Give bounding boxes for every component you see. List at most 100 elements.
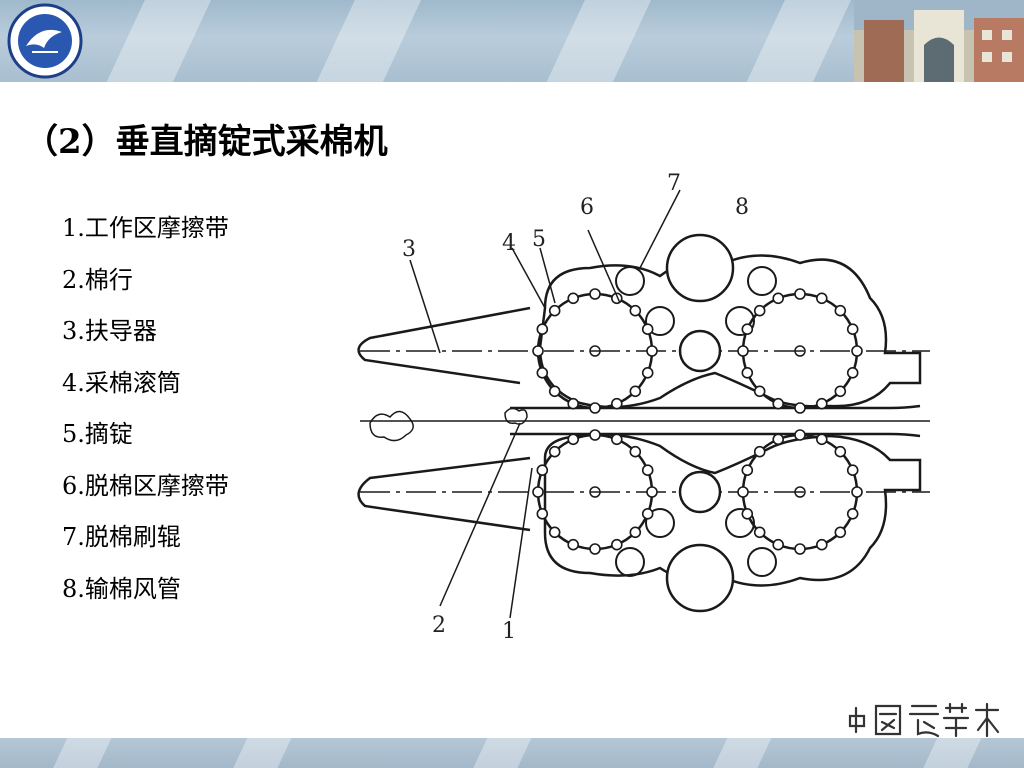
spindle bbox=[567, 397, 579, 410]
upper-guide-lifter bbox=[357, 306, 531, 385]
spindle bbox=[815, 397, 828, 410]
spindle bbox=[567, 433, 579, 446]
spindle bbox=[794, 288, 806, 300]
bottom-banner bbox=[0, 738, 1024, 768]
university-logo-icon bbox=[7, 3, 83, 79]
spindle bbox=[834, 445, 847, 458]
spindle bbox=[741, 464, 754, 477]
spindle bbox=[794, 429, 806, 441]
spindle bbox=[610, 538, 623, 551]
campus-building-icon bbox=[854, 0, 1024, 82]
spindle bbox=[548, 526, 561, 539]
spindle bbox=[741, 323, 754, 335]
banner-streak bbox=[464, 738, 536, 768]
cotton-picker-diagram: 3 4 5 6 7 8 2 1 bbox=[357, 171, 930, 644]
top-banner bbox=[0, 0, 1024, 82]
spindle bbox=[815, 292, 828, 305]
banner-streak bbox=[44, 738, 116, 768]
spindle bbox=[610, 397, 623, 410]
spindle bbox=[589, 402, 601, 414]
spindle bbox=[589, 429, 601, 441]
banner-streak bbox=[80, 0, 220, 82]
spindle bbox=[753, 445, 766, 458]
spindle bbox=[567, 292, 579, 305]
spindle bbox=[536, 464, 549, 477]
banner-streak bbox=[914, 738, 986, 768]
spindle bbox=[548, 304, 561, 317]
spindle bbox=[753, 385, 766, 398]
callout-3: 3 bbox=[402, 237, 416, 262]
spindle bbox=[536, 323, 549, 335]
banner-streak bbox=[520, 0, 660, 82]
banner-streak bbox=[290, 0, 430, 82]
spindle bbox=[641, 367, 654, 379]
spindle bbox=[846, 367, 859, 379]
spindle bbox=[753, 304, 766, 317]
banner-streak bbox=[704, 738, 776, 768]
spindle bbox=[846, 323, 859, 335]
spindle bbox=[846, 507, 859, 520]
spindle bbox=[610, 433, 623, 446]
legend-item: 6.脱棉区摩擦带 bbox=[62, 471, 229, 500]
spindle bbox=[772, 433, 785, 446]
legend-item: 3.扶导器 bbox=[62, 317, 157, 345]
callout-6: 6 bbox=[580, 195, 594, 220]
spindle bbox=[532, 486, 544, 498]
spindle bbox=[772, 397, 785, 410]
banner-streak bbox=[720, 0, 860, 82]
spindle bbox=[641, 507, 654, 520]
callout-4: 4 bbox=[502, 231, 516, 256]
spindle bbox=[772, 538, 785, 551]
legend-item: 4.采棉滚筒 bbox=[62, 368, 181, 397]
legend-item: 1.工作区摩擦带 bbox=[62, 214, 229, 242]
spindle bbox=[646, 345, 658, 357]
banner-streak bbox=[224, 738, 296, 768]
spindle bbox=[834, 385, 847, 398]
spindle bbox=[741, 367, 754, 379]
callout-1: 1 bbox=[502, 619, 516, 644]
spindle bbox=[629, 385, 642, 398]
university-signature-logo bbox=[848, 702, 1000, 738]
lower-housing bbox=[543, 433, 922, 587]
slide-title: （2）垂直摘锭式采棉机 bbox=[24, 122, 388, 162]
legend-item: 2.棉行 bbox=[62, 265, 133, 294]
legend-list: 1.工作区摩擦带 2.棉行 3.扶导器 4.采棉滚筒 5.摘锭 6.脱棉区摩擦带… bbox=[62, 203, 229, 615]
spindle bbox=[815, 433, 828, 446]
spindle bbox=[548, 385, 561, 398]
upper-housing bbox=[538, 254, 922, 409]
spindle bbox=[851, 486, 863, 498]
spindle bbox=[794, 402, 806, 414]
spindle bbox=[753, 526, 766, 539]
spindle bbox=[646, 486, 658, 498]
spindle bbox=[834, 304, 847, 317]
spindle bbox=[815, 538, 828, 551]
legend-item: 5.摘锭 bbox=[62, 420, 133, 448]
spindle bbox=[629, 526, 642, 539]
spindle bbox=[737, 486, 749, 498]
spindle bbox=[532, 345, 544, 357]
spindle bbox=[629, 445, 642, 458]
spindle bbox=[629, 304, 642, 317]
spindle bbox=[641, 464, 654, 477]
spindle bbox=[846, 464, 859, 477]
spindle bbox=[589, 288, 601, 300]
legend-item: 8.输棉风管 bbox=[62, 574, 181, 603]
spindle bbox=[548, 445, 561, 458]
spindle bbox=[567, 538, 579, 551]
spindle bbox=[794, 543, 806, 555]
spindle bbox=[834, 526, 847, 539]
spindle bbox=[772, 292, 785, 305]
callout-7: 7 bbox=[667, 171, 681, 196]
spindle bbox=[641, 323, 654, 335]
callout-2: 2 bbox=[432, 613, 446, 638]
callout-8: 8 bbox=[735, 195, 749, 220]
callout-5: 5 bbox=[532, 227, 546, 252]
spindle bbox=[589, 543, 601, 555]
spindle bbox=[737, 345, 749, 357]
spindle bbox=[851, 345, 863, 357]
spindle bbox=[536, 507, 549, 520]
legend-item: 7.脱棉刷辊 bbox=[62, 523, 181, 551]
spindle bbox=[536, 367, 549, 379]
spindle bbox=[741, 507, 754, 520]
lower-guide-lifter bbox=[357, 456, 531, 532]
